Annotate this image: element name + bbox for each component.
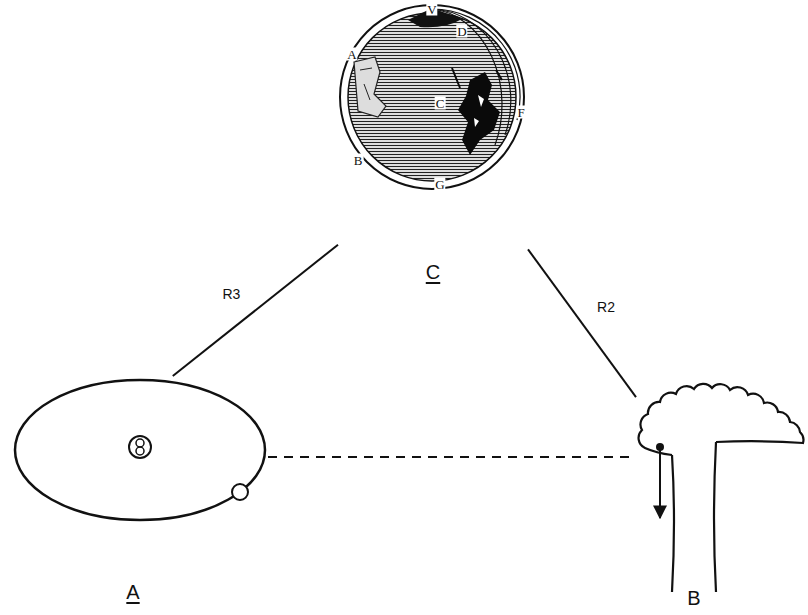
orbiting-body: [232, 484, 248, 500]
figure-node: C: [338, 2, 528, 290]
point-letter: D: [456, 25, 467, 38]
central-symbol: [136, 447, 144, 455]
tree-trunk: [672, 455, 674, 592]
point-letter: F: [516, 106, 525, 119]
globe-engraving: [340, 5, 524, 189]
figure-node: A: [12, 376, 268, 608]
central-symbol: [136, 439, 144, 447]
point-letter: V: [426, 3, 437, 16]
globe-crater: [458, 72, 500, 155]
central-body: [129, 436, 151, 458]
figure-letter: A: [126, 582, 139, 602]
globe-crater-highlight: [474, 95, 484, 127]
figure-letter: B: [687, 588, 700, 608]
tree-trunk: [714, 442, 716, 592]
figure-letter: C: [426, 262, 440, 282]
connector-line: [268, 456, 636, 458]
globe-crack: [452, 68, 502, 88]
globe-surface: [348, 13, 516, 181]
tree-figure: [639, 384, 804, 592]
globe-region-mark: [360, 68, 372, 100]
connector-line: [173, 245, 338, 376]
connector-label: R2: [595, 299, 617, 315]
globe-outer-ring: [340, 5, 524, 189]
connector-label: R3: [220, 286, 242, 302]
figure-node: B: [636, 380, 802, 610]
connector-line: [528, 249, 636, 397]
falling-dot: [656, 443, 664, 451]
point-letter: C: [435, 97, 446, 110]
orbit-ellipse: [15, 380, 265, 520]
point-letter: A: [346, 48, 357, 61]
point-letter: B: [353, 154, 364, 167]
point-letter: G: [434, 178, 445, 191]
globe-region: [354, 57, 386, 117]
tree-canopy: [639, 384, 804, 455]
fall-arrow: [659, 450, 661, 518]
orbit-figure: [15, 380, 265, 520]
